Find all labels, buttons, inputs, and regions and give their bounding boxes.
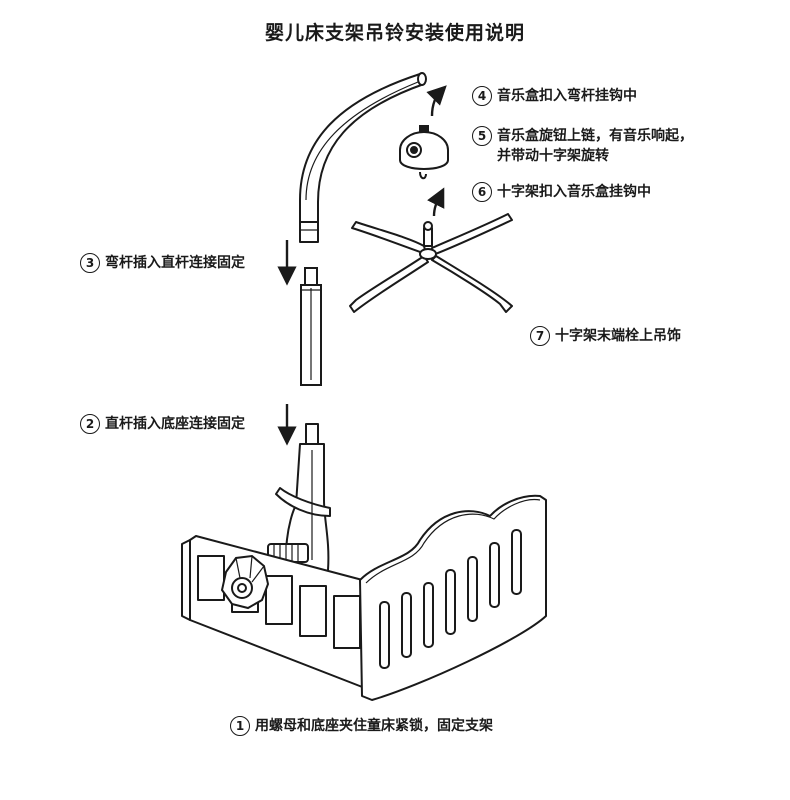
music-box: [399, 125, 449, 180]
straight-rod: [300, 267, 322, 386]
arrow-up-icon: [427, 187, 445, 217]
step-number: 2: [80, 414, 100, 434]
crib-rail: [181, 535, 371, 691]
step-number: 5: [472, 126, 492, 146]
step-5-label: 5 音乐盒旋钮上链，有音乐响起， 并带动十字架旋转: [472, 126, 693, 166]
step-number: 7: [530, 326, 550, 346]
arrow-up-icon: [426, 85, 447, 117]
step-text: 弯杆插入直杆连接固定: [105, 255, 245, 271]
step-2-label: 2 直杆插入底座连接固定: [80, 414, 245, 434]
step-text: 十字架扣入音乐盒挂钩中: [497, 184, 651, 200]
step-number: 1: [230, 716, 250, 736]
step-text: 音乐盒旋钮上链，有音乐响起，: [497, 128, 693, 144]
step-1-label: 1 用螺母和底座夹住童床紧锁，固定支架: [230, 716, 493, 736]
step-text: 直杆插入底座连接固定: [105, 416, 245, 432]
cross-mobile-arm: [349, 213, 513, 313]
step-text: 音乐盒扣入弯杆挂钩中: [497, 88, 637, 104]
page-title: 婴儿床支架吊铃安装使用说明: [264, 22, 525, 44]
knob-nut: [220, 554, 270, 610]
step-4-label: 4 音乐盒扣入弯杆挂钩中: [472, 86, 637, 106]
step-7-label: 7 十字架末端栓上吊饰: [530, 326, 681, 346]
step-3-label: 3 弯杆插入直杆连接固定: [80, 253, 245, 273]
step-number: 4: [472, 86, 492, 106]
step-text: 十字架末端栓上吊饰: [555, 328, 681, 344]
step-number: 3: [80, 253, 100, 273]
step-text-line-2: 并带动十字架旋转: [497, 148, 609, 164]
step-number: 6: [472, 182, 492, 202]
step-6-label: 6 十字架扣入音乐盒挂钩中: [472, 182, 651, 202]
crib-headboard: [359, 494, 547, 701]
base-clamp: [267, 423, 331, 575]
step-text: 用螺母和底座夹住童床紧锁，固定支架: [255, 718, 493, 734]
curved-arm: [299, 72, 427, 243]
